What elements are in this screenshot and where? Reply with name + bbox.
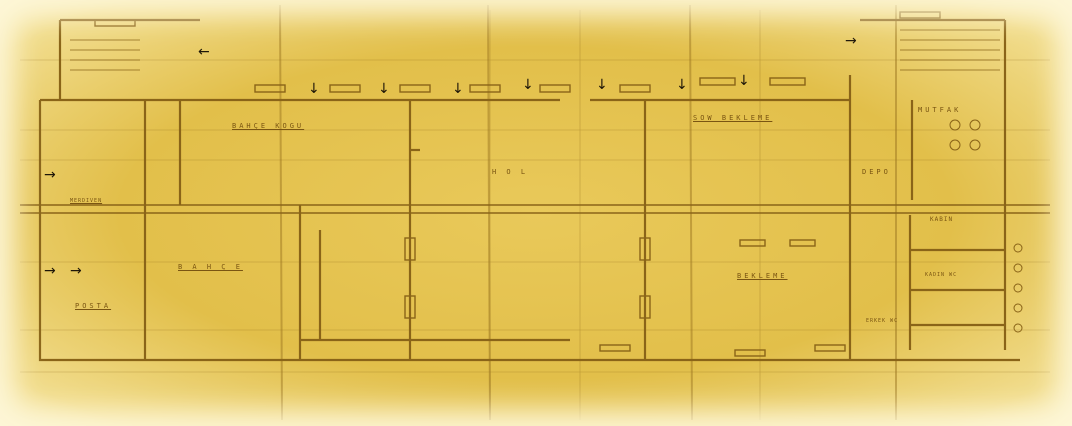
room-label-posta: POSTA [75,302,112,310]
main-walls [38,18,1020,362]
room-label-erkek-wc: ERKEK WC [866,318,899,324]
room-label-merdiven: MERDIVEN [70,198,103,204]
room-label-bahce-alt: B A H Ç E [178,263,243,271]
room-label-mutfak: MUTFAK [918,106,962,114]
room-label-bahce-kogu: BAHÇE KOGU [232,122,305,130]
window-marks [94,11,941,357]
arrow-right-icon: → [44,263,56,279]
room-label-bekleme-bottom: BEKLEME [737,272,788,280]
stair-hatch [70,29,1000,71]
room-label-kabin: KABIN [930,216,954,223]
grid-lines [20,10,1050,420]
arrow-down-icon: ↓ [676,77,688,93]
room-label-hol: H O L [492,168,529,176]
arrow-left-icon: ← [198,44,210,60]
corridor-band [20,204,1050,214]
room-label-kadin-wc: KADIN WC [925,272,958,278]
arrow-right-icon: → [44,167,56,183]
arrow-right-icon: → [845,33,857,49]
arrow-down-icon: ↓ [452,81,464,97]
arrow-down-icon: ↓ [378,81,390,97]
wc-fixtures [949,119,1023,333]
arrow-down-icon: ↓ [522,77,534,93]
arrow-down-icon: ↓ [596,77,608,93]
arrow-down-icon: ↓ [738,73,750,89]
arrow-right-icon: → [70,263,82,279]
room-label-depo: DEPO [862,168,891,176]
room-label-bekleme-top: SOW BEKLEME [693,114,773,122]
arrow-down-icon: ↓ [308,81,320,97]
